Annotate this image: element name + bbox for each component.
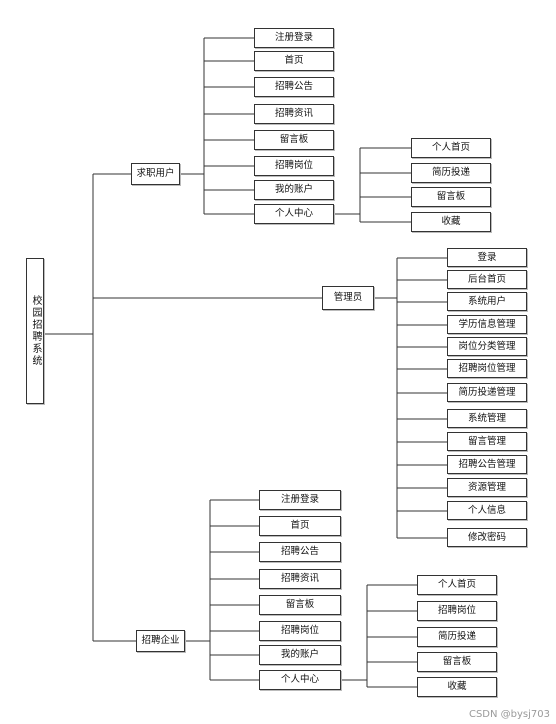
company-center-item: 留言板	[417, 652, 497, 672]
admin-item: 个人信息	[447, 501, 527, 520]
company-item: 招聘岗位	[259, 621, 341, 641]
node-company: 招聘企业	[136, 630, 185, 652]
node-jobseeker: 求职用户	[131, 163, 180, 185]
jobseeker-item: 招聘公告	[254, 77, 334, 97]
jobseeker-item: 我的账户	[254, 180, 334, 200]
jobseeker-item: 留言板	[254, 130, 334, 150]
admin-item: 系统用户	[447, 292, 527, 311]
company-item: 招聘资讯	[259, 569, 341, 589]
jobseeker-center-item: 个人首页	[411, 138, 491, 158]
company-center-item: 收藏	[417, 677, 497, 697]
admin-item: 系统管理	[447, 409, 527, 428]
admin-item: 学历信息管理	[447, 315, 527, 334]
company-center-item: 招聘岗位	[417, 601, 497, 621]
company-center-item: 个人首页	[417, 575, 497, 595]
jobseeker-item: 首页	[254, 51, 334, 71]
company-center-item: 简历投递	[417, 627, 497, 647]
jobseeker-item: 招聘岗位	[254, 156, 334, 176]
admin-item: 修改密码	[447, 528, 527, 547]
admin-item: 招聘公告管理	[447, 455, 527, 474]
jobseeker-center-item: 收藏	[411, 212, 491, 232]
jobseeker-item: 个人中心	[254, 204, 334, 224]
admin-item: 简历投递管理	[447, 383, 527, 402]
company-item: 注册登录	[259, 490, 341, 510]
jobseeker-item: 招聘资讯	[254, 104, 334, 124]
watermark: CSDN @bysj703	[468, 709, 550, 720]
admin-item: 资源管理	[447, 478, 527, 497]
company-item: 招聘公告	[259, 542, 341, 562]
admin-item: 登录	[447, 248, 527, 267]
company-item: 首页	[259, 516, 341, 536]
root-node: 校园招聘系统	[26, 258, 44, 404]
admin-item: 后台首页	[447, 270, 527, 289]
company-item: 个人中心	[259, 670, 341, 690]
admin-item: 岗位分类管理	[447, 337, 527, 356]
admin-item: 招聘岗位管理	[447, 359, 527, 378]
company-item: 留言板	[259, 595, 341, 615]
company-item: 我的账户	[259, 645, 341, 665]
admin-item: 留言管理	[447, 432, 527, 451]
node-admin: 管理员	[322, 286, 374, 310]
jobseeker-item: 注册登录	[254, 28, 334, 48]
jobseeker-center-item: 留言板	[411, 187, 491, 207]
jobseeker-center-item: 简历投递	[411, 163, 491, 183]
